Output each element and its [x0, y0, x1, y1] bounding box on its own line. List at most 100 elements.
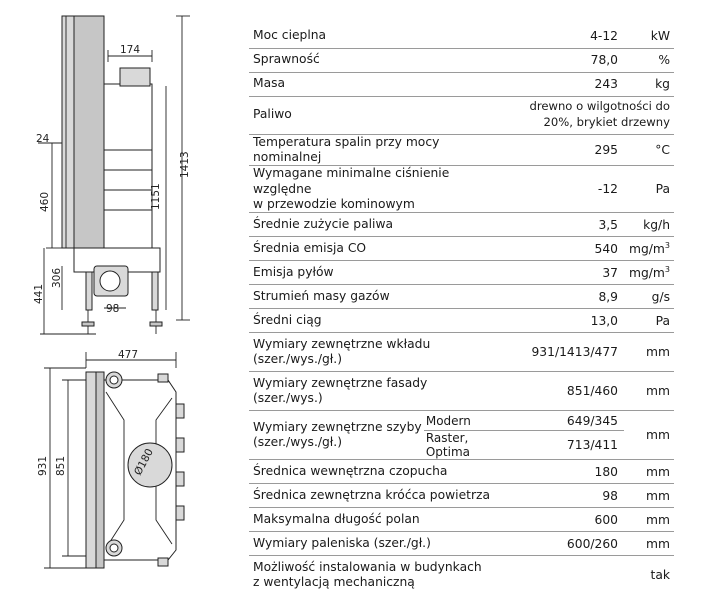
dim-174: 174 — [120, 44, 140, 56]
top-view-drawing: 477 Ø180 931 851 — [37, 349, 185, 569]
spec-label: Emisja pyłów — [249, 260, 510, 286]
side-view-drawing: 174 1413 1151 24 460 441 306 98 — [33, 15, 191, 335]
spec-label: Wymiary paleniska (szer./gł.) — [249, 531, 510, 557]
spec-unit: Pa — [624, 165, 674, 214]
spec-label: Wymagane minimalne ciśnienie względne w … — [249, 165, 510, 214]
spec-label-line1: Wymiary zewnętrzne szyby — [253, 419, 422, 434]
spec-row: Masa 243 kg — [249, 72, 674, 97]
spec-value: 295 — [509, 134, 625, 167]
spec-unit: kg/h — [624, 212, 674, 238]
dim-98: 98 — [106, 303, 119, 315]
dim-460: 460 — [39, 192, 51, 212]
dim-931: 931 — [37, 456, 49, 476]
specification-table: Moc cieplna 4-12 kW Sprawność 78,0 % Mas… — [249, 24, 674, 594]
spec-unit: mm — [624, 459, 674, 485]
spec-row: Średni ciąg 13,0 Pa — [249, 308, 674, 334]
spec-value: drewno o wilgotności do 20%, brykiet drz… — [509, 96, 674, 135]
spec-row: Maksymalna długość polan 600 mm — [249, 507, 674, 533]
spec-label: Maksymalna długość polan — [249, 507, 510, 533]
spec-unit-sup: 3 — [664, 241, 670, 251]
spec-label: Możliwość instalowania w budynkach z wen… — [249, 556, 509, 594]
spec-row: Sprawność 78,0 % — [249, 48, 674, 73]
spec-value: 649/345 — [509, 410, 625, 432]
spec-unit: mm — [624, 531, 674, 557]
spec-value: 98 — [509, 483, 625, 509]
spec-row: Raster, Optima 713/411 — [249, 430, 674, 461]
spec-unit: °C — [624, 134, 674, 167]
spec-value: 713/411 — [509, 430, 625, 461]
spec-row: Paliwo drewno o wilgotności do 20%, bryk… — [249, 96, 674, 135]
spec-label: Temperatura spalin przy mocy nominalnej — [249, 134, 510, 167]
spec-label: Paliwo — [249, 96, 510, 135]
dim-1413: 1413 — [179, 151, 191, 178]
spec-label: Średnica zewnętrzna króćca powietrza — [249, 483, 510, 509]
spec-value: -12 — [509, 165, 625, 214]
spec-row: Wymagane minimalne ciśnienie względne w … — [249, 165, 674, 214]
spec-value: 8,9 — [509, 284, 625, 310]
spec-label-line2: (szer./wys./gł.) — [253, 435, 343, 450]
front-facade — [73, 15, 105, 249]
spec-unit: kW — [624, 24, 674, 49]
spec-unit: mm — [624, 507, 674, 533]
spec-row: Średnica wewnętrzna czopucha 180 mm — [249, 459, 674, 485]
spec-unit: mm — [624, 483, 674, 509]
spec-label: Średni ciąg — [249, 308, 510, 334]
spec-label: Sprawność — [249, 48, 510, 73]
dim-306: 306 — [51, 268, 63, 288]
spec-unit: mm — [624, 371, 674, 412]
spec-value: 931/1413/477 — [509, 332, 625, 373]
spec-value: 851/460 — [509, 371, 625, 412]
spec-label: Wymiary zewnętrzne fasady (szer./wys.) — [249, 371, 510, 412]
spec-row: Wymiary paleniska (szer./gł.) 600/260 mm — [249, 531, 674, 557]
spec-row: Wymiary zewnętrzne fasady (szer./wys.) 8… — [249, 371, 674, 412]
spec-label: Wymiary zewnętrzne wkładu (szer./wys./gł… — [249, 332, 510, 373]
dim-477: 477 — [118, 349, 138, 361]
spec-unit-base: mg/m — [629, 266, 665, 281]
spec-unit: kg — [624, 72, 674, 97]
spec-label: Średnica wewnętrzna czopucha — [249, 459, 510, 485]
dim-24: 24 — [36, 133, 50, 145]
spec-label-line2: w przewodzie kominowym — [253, 196, 415, 211]
spec-label-line2: (szer./wys./gł.) — [253, 352, 343, 367]
spec-row: Wymiary zewnętrzne szyby (szer./wys./gł.… — [249, 410, 674, 461]
spec-value: 78,0 — [509, 48, 625, 73]
spec-value: 4-12 — [509, 24, 625, 49]
spec-value-line2: 20%, brykiet drzewny — [543, 115, 670, 129]
spec-row: Temperatura spalin przy mocy nominalnej … — [249, 134, 674, 167]
spec-row: Średnia emisja CO 540 mg/m3 — [249, 236, 674, 262]
spec-value: 600/260 — [509, 531, 625, 557]
spec-label-line2: z wentylacją mechaniczną — [253, 575, 415, 590]
spec-unit: mg/m3 — [624, 236, 674, 262]
spec-value: 13,0 — [509, 308, 625, 334]
spec-label: Strumień masy gazów — [249, 284, 510, 310]
spec-value: 3,5 — [509, 212, 625, 238]
spec-unit: g/s — [624, 284, 674, 310]
flue-circle — [127, 442, 173, 488]
spec-value — [509, 556, 624, 594]
dim-851: 851 — [55, 456, 67, 476]
spec-row: Emisja pyłów 37 mg/m3 — [249, 260, 674, 286]
spec-label-line1: Wymiary zewnętrzne fasady — [253, 375, 428, 390]
air-inlet-circle — [99, 270, 121, 292]
spec-row: Strumień masy gazów 8,9 g/s — [249, 284, 674, 310]
flue-collar — [119, 67, 151, 87]
spec-unit: mm — [624, 332, 674, 373]
spec-sub-label: Modern — [423, 410, 510, 432]
spec-value: 540 — [509, 236, 625, 262]
spec-unit: % — [624, 48, 674, 73]
spec-unit-sup: 3 — [664, 265, 670, 275]
spec-value: 37 — [509, 260, 625, 286]
spec-unit: tak — [650, 568, 670, 583]
technical-drawings: 174 1413 1151 24 460 441 306 98 477 — [33, 15, 191, 569]
spec-row: Średnica zewnętrzna króćca powietrza 98 … — [249, 483, 674, 509]
spec-unit: Pa — [624, 308, 674, 334]
spec-label: Średnie zużycie paliwa — [249, 212, 510, 238]
spec-value: 243 — [509, 72, 625, 97]
spec-label: Masa — [249, 72, 510, 97]
spec-unit: mg/m3 — [624, 260, 674, 286]
spec-label-line1: Wymiary zewnętrzne wkładu — [253, 336, 431, 351]
spec-value: 180 — [509, 459, 625, 485]
spec-row: Moc cieplna 4-12 kW — [249, 24, 674, 49]
spec-label-line2: (szer./wys.) — [253, 391, 323, 406]
front-panel — [61, 15, 75, 249]
